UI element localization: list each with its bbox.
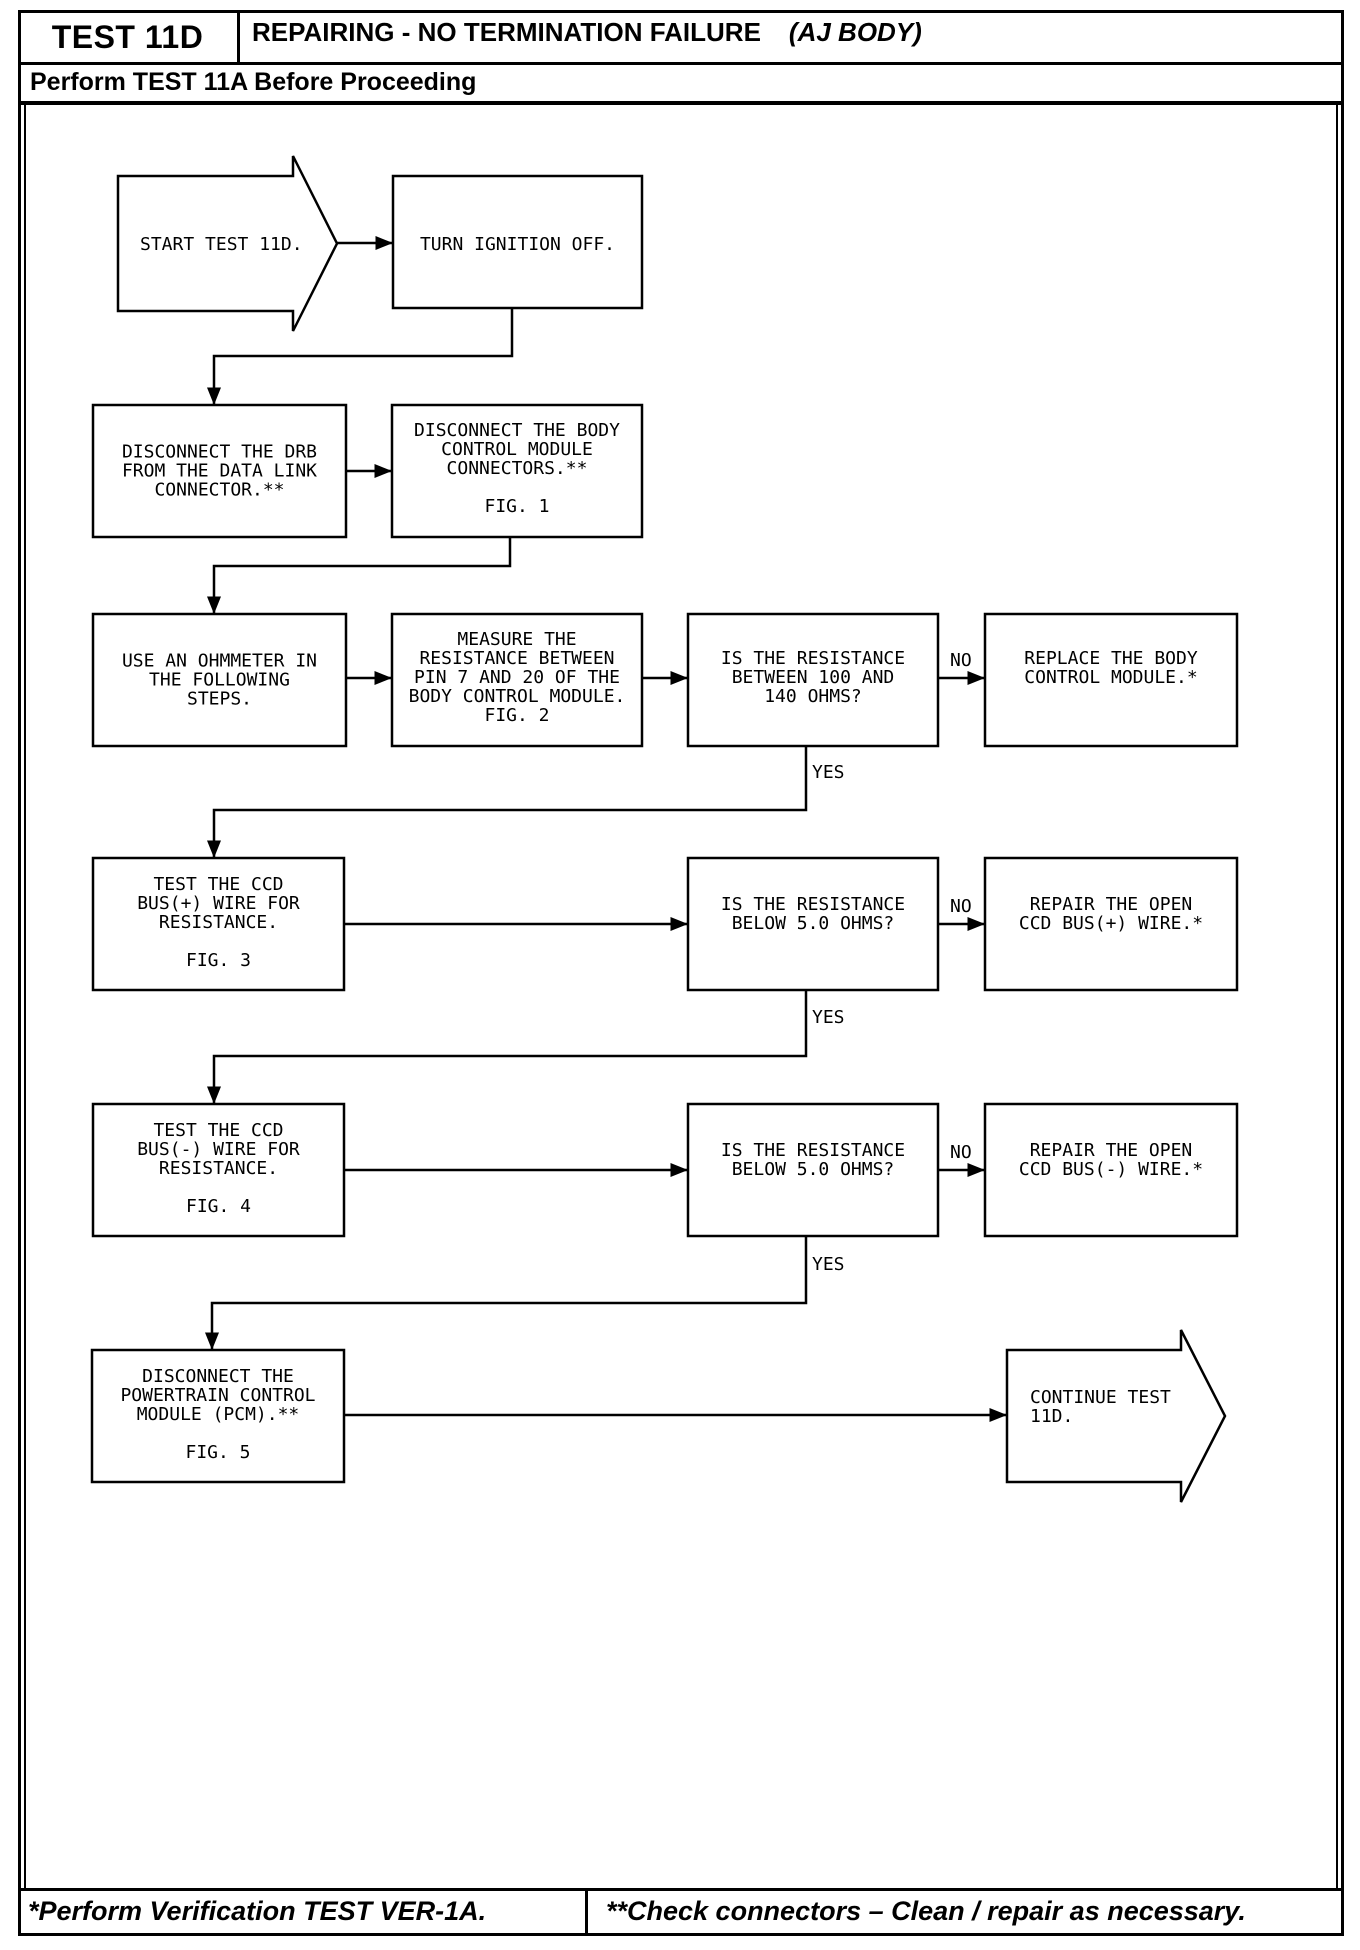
measure-text-4: FIG. 2	[484, 705, 549, 726]
disconnect-drb-box	[91, 403, 348, 539]
test-bus-plus-text-1: BUS(+) WIRE FOR	[137, 893, 300, 914]
inner-border-right	[1336, 104, 1338, 1888]
q-100-140-text-1: BETWEEN 100 AND	[732, 667, 895, 688]
use-ohmmeter-text-1: THE FOLLOWING	[149, 670, 290, 691]
conn-q3-yes	[205, 1236, 808, 1350]
disconnect-bcm-text-1: CONTROL MODULE	[441, 439, 593, 460]
q-below-5-a-text-1: BELOW 5.0 OHMS?	[732, 913, 895, 934]
repair-bus-plus-box	[983, 856, 1239, 992]
flow-shapes	[90, 155, 1239, 1503]
repair-bus-minus-text-1: CCD BUS(-) WIRE.*	[1019, 1159, 1203, 1180]
page-title: REPAIRING - NO TERMINATION FAILURE (AJ BO…	[252, 17, 922, 48]
conn-ignition-drb	[207, 308, 514, 405]
disconnect-drb-text-2: CONNECTOR.**	[154, 480, 284, 501]
replace-bcm-box	[983, 612, 1239, 748]
ignition-off-text-0: TURN IGNITION OFF.	[420, 234, 615, 255]
conn-q2-yes	[207, 990, 808, 1104]
q-100-140-box	[686, 612, 940, 748]
disconnect-pcm-text-4: FIG. 5	[185, 1442, 250, 1463]
conn-q1-yes	[207, 746, 808, 858]
test-bus-plus-text-4: FIG. 3	[186, 950, 251, 971]
flow-connectors	[205, 236, 1007, 1422]
replace-bcm-text-1: CONTROL MODULE.*	[1024, 667, 1197, 688]
label-no-2: NO	[950, 896, 972, 917]
disconnect-pcm-text-2: MODULE (PCM).**	[137, 1404, 300, 1425]
flow-texts: START TEST 11D. TURN IGNITION OFF. DISCONN…	[120, 234, 1203, 1463]
start-text-0: START TEST 11D.	[140, 234, 303, 255]
measure-text-1: RESISTANCE BETWEEN	[419, 648, 614, 669]
repair-bus-minus-text-0: REPAIR THE OPEN	[1030, 1140, 1193, 1161]
disconnect-bcm-text-2: CONNECTORS.**	[447, 458, 588, 479]
perform-note: Perform TEST 11A Before Proceeding	[30, 68, 477, 96]
label-yes-3: YES	[812, 1254, 845, 1275]
label-yes-1: YES	[812, 762, 845, 783]
label-no-3: NO	[950, 1142, 972, 1163]
disconnect-drb-text-1: FROM THE DATA LINK	[122, 461, 317, 482]
q-below-5-b-text-0: IS THE RESISTANCE	[721, 1140, 905, 1161]
measure-text-0: MEASURE THE	[457, 629, 576, 650]
continue-text-1: 11D.	[1030, 1406, 1073, 1427]
test-bus-minus-text-0: TEST THE CCD	[153, 1120, 283, 1141]
test-bus-minus-text-4: FIG. 4	[186, 1196, 251, 1217]
use-ohmmeter-box	[91, 612, 348, 748]
test-bus-plus-box	[91, 856, 346, 992]
test-bus-minus-box	[91, 1102, 346, 1238]
measure-text-2: PIN 7 AND 20 OF THE	[414, 667, 620, 688]
disconnect-pcm-text-0: DISCONNECT THE	[142, 1366, 294, 1387]
test-id: TEST 11D	[18, 10, 240, 64]
test-bus-plus-text-0: TEST THE CCD	[153, 874, 283, 895]
label-yes-2: YES	[812, 1007, 845, 1028]
continue-arrow	[1005, 1329, 1227, 1503]
use-ohmmeter-text-0: USE AN OHMMETER IN	[122, 651, 317, 672]
title-text: REPAIRING - NO TERMINATION FAILURE	[252, 17, 761, 47]
use-ohmmeter-text-2: STEPS.	[187, 689, 252, 710]
header-divider-bottom	[18, 101, 1344, 105]
ignition-off-box	[391, 174, 644, 310]
inner-border-left	[24, 104, 26, 1888]
q-100-140-text-2: 140 OHMS?	[764, 686, 862, 707]
conn-bcm-ohmmeter	[207, 537, 512, 614]
title-subtitle: (AJ BODY)	[788, 17, 922, 47]
repair-bus-minus-box	[983, 1102, 1239, 1238]
q-below-5-b-box	[686, 1102, 940, 1238]
disconnect-pcm-text-1: POWERTRAIN CONTROL	[120, 1385, 315, 1406]
q-below-5-a-text-0: IS THE RESISTANCE	[721, 894, 905, 915]
q-100-140-text-0: IS THE RESISTANCE	[721, 648, 905, 669]
footer-note-connectors: **Check connectors – Clean / repair as n…	[606, 1896, 1246, 1926]
disconnect-bcm-box	[390, 403, 644, 539]
disconnect-drb-text-0: DISCONNECT THE DRB	[122, 442, 317, 463]
disconnect-bcm-text-0: DISCONNECT THE BODY	[414, 420, 620, 441]
q-below-5-b-text-1: BELOW 5.0 OHMS?	[732, 1159, 895, 1180]
q-below-5-a-box	[686, 856, 940, 992]
start-arrow	[116, 155, 339, 332]
disconnect-bcm-text-4: FIG. 1	[484, 496, 549, 517]
header-divider	[18, 62, 1344, 65]
footer-column-divider	[585, 1888, 588, 1936]
measure-box	[390, 612, 644, 748]
test-bus-plus-text-2: RESISTANCE.	[159, 912, 278, 933]
disconnect-pcm-box	[90, 1348, 346, 1484]
footer-divider	[18, 1888, 1344, 1891]
continue-text-0: CONTINUE TEST	[1030, 1387, 1171, 1408]
test-bus-minus-text-1: BUS(-) WIRE FOR	[137, 1139, 300, 1160]
footer-note-verification: *Perform Verification TEST VER-1A.	[28, 1896, 487, 1926]
measure-text-3: BODY CONTROL MODULE.	[409, 686, 626, 707]
page-frame	[18, 10, 1344, 1936]
repair-bus-plus-text-0: REPAIR THE OPEN	[1030, 894, 1193, 915]
repair-bus-plus-text-1: CCD BUS(+) WIRE.*	[1019, 913, 1203, 934]
label-no-1: NO	[950, 650, 972, 671]
test-bus-minus-text-2: RESISTANCE.	[159, 1158, 278, 1179]
replace-bcm-text-0: REPLACE THE BODY	[1024, 648, 1198, 669]
